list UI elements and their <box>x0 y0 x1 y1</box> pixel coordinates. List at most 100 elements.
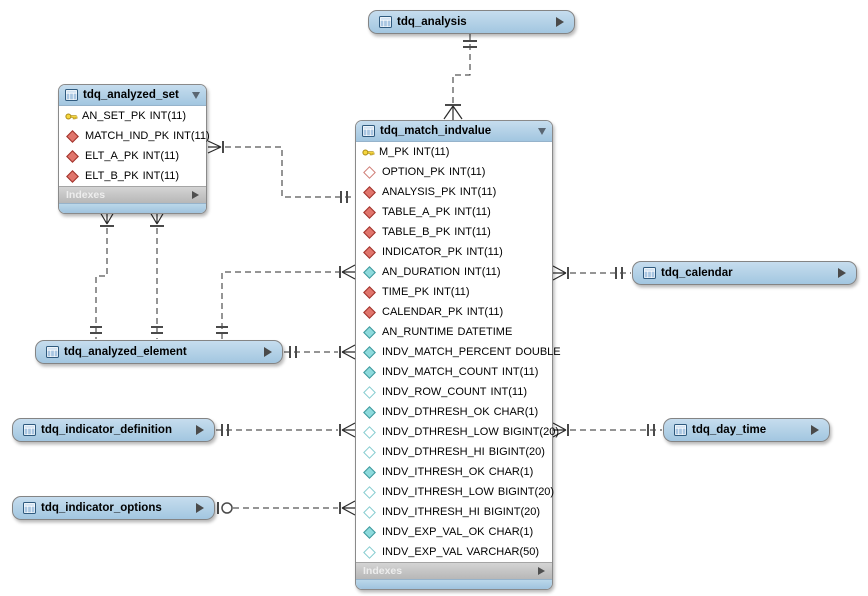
column-name: TABLE_B_PK <box>382 226 451 238</box>
collapse-arrow-icon[interactable] <box>192 91 200 99</box>
column-nullable-icon <box>363 385 376 399</box>
column-type: INT(11) <box>466 246 503 258</box>
column-type: BIGINT(20) <box>497 486 555 498</box>
primary-key-icon <box>65 110 78 123</box>
column-name: TABLE_A_PK <box>382 206 451 218</box>
relationship-tdq_indicator_options-tdq_match_indvalue[interactable] <box>217 500 356 516</box>
column-type: INT(11) <box>149 110 187 122</box>
expand-arrow-icon[interactable] <box>196 425 204 435</box>
expand-arrow-icon[interactable] <box>838 268 846 278</box>
column-name: TIME_PK <box>382 286 430 298</box>
column-name: INDV_ITHRESH_LOW <box>382 486 494 498</box>
relationship-tdq_analysis-tdq_match_indvalue[interactable] <box>443 34 477 120</box>
expand-arrow-icon[interactable] <box>196 503 204 513</box>
indexes-expand-arrow-icon[interactable] <box>538 567 545 575</box>
relationship-tdq_indicator_definition-tdq_match_indvalue[interactable] <box>216 422 356 438</box>
table-icon <box>65 89 78 101</box>
column-icon <box>363 325 376 339</box>
column-type: CHAR(1) <box>488 466 534 478</box>
column-name: INDV_EXP_VAL <box>382 546 463 558</box>
table-title: tdq_indicator_options <box>41 502 162 514</box>
table-tdq_indicator_definition[interactable]: tdq_indicator_definition <box>12 418 215 442</box>
column-type: INT(11) <box>433 286 470 298</box>
relationship-tdq_analyzed_element-tdq_match_indvalue-a[interactable] <box>216 264 356 339</box>
relationship-tdq_analyzed_element-tdq_analyzed_set-b[interactable] <box>149 211 165 339</box>
table-header[interactable]: tdq_match_indvalue <box>356 121 552 142</box>
column-type: INT(11) <box>412 146 450 158</box>
column-name: INDV_MATCH_PERCENT <box>382 346 512 358</box>
indexes-expand-arrow-icon[interactable] <box>192 191 199 199</box>
table-icon <box>362 125 375 137</box>
foreign-key-nullable-icon <box>363 165 376 179</box>
table-header[interactable]: tdq_analyzed_set <box>59 85 206 106</box>
collapse-arrow-icon[interactable] <box>538 127 546 135</box>
column-name: AN_RUNTIME <box>382 326 454 338</box>
column-type: INT(11) <box>173 130 210 142</box>
relationship-tdq_match_indvalue-tdq_analyzed_set[interactable] <box>207 140 353 203</box>
table-tdq_analyzed_element[interactable]: tdq_analyzed_element <box>35 340 283 364</box>
foreign-key-icon <box>363 305 376 319</box>
relationship-tdq_analyzed_element-tdq_analyzed_set-a[interactable] <box>90 211 115 339</box>
table-tdq_day_time[interactable]: tdq_day_time <box>663 418 830 442</box>
expand-arrow-icon[interactable] <box>556 17 564 27</box>
relationship-tdq_calendar-tdq_match_indvalue[interactable] <box>552 265 631 281</box>
foreign-key-icon <box>66 169 79 183</box>
expand-arrow-icon[interactable] <box>264 347 272 357</box>
table-title: tdq_analysis <box>397 16 467 28</box>
table-title: tdq_analyzed_set <box>83 89 179 101</box>
table-title: tdq_indicator_definition <box>41 424 172 436</box>
foreign-key-icon <box>363 225 376 239</box>
table-icon <box>643 267 656 279</box>
table-tdq_indicator_options[interactable]: tdq_indicator_options <box>12 496 215 520</box>
column-name: INDV_ROW_COUNT <box>382 386 487 398</box>
column-type: INT(11) <box>454 226 491 238</box>
column-type: INT(11) <box>466 306 504 318</box>
indexes-bar[interactable]: Indexes <box>59 186 206 203</box>
column-type: VARCHAR(50) <box>466 546 540 558</box>
column-icon <box>363 405 376 419</box>
relationship-tdq_day_time-tdq_match_indvalue[interactable] <box>552 422 662 438</box>
column-name: INDV_DTHRESH_LOW <box>382 426 499 438</box>
indexes-bar[interactable]: Indexes <box>356 562 552 579</box>
column-type: INT(11) <box>464 266 501 278</box>
table-icon <box>23 424 36 436</box>
column-nullable-icon <box>363 505 376 519</box>
foreign-key-icon <box>363 205 376 219</box>
column-name: CALENDAR_PK <box>382 306 463 318</box>
column-name: ELT_A_PK <box>85 150 139 162</box>
table-tdq_calendar[interactable]: tdq_calendar <box>632 261 857 285</box>
relationship-tdq_analyzed_element-tdq_match_indvalue-b[interactable] <box>284 344 356 360</box>
table-tdq_analysis[interactable]: tdq_analysis <box>368 10 575 34</box>
expand-arrow-icon[interactable] <box>811 425 819 435</box>
column-icon <box>363 465 376 479</box>
column-type: BIGINT(20) <box>483 506 541 518</box>
